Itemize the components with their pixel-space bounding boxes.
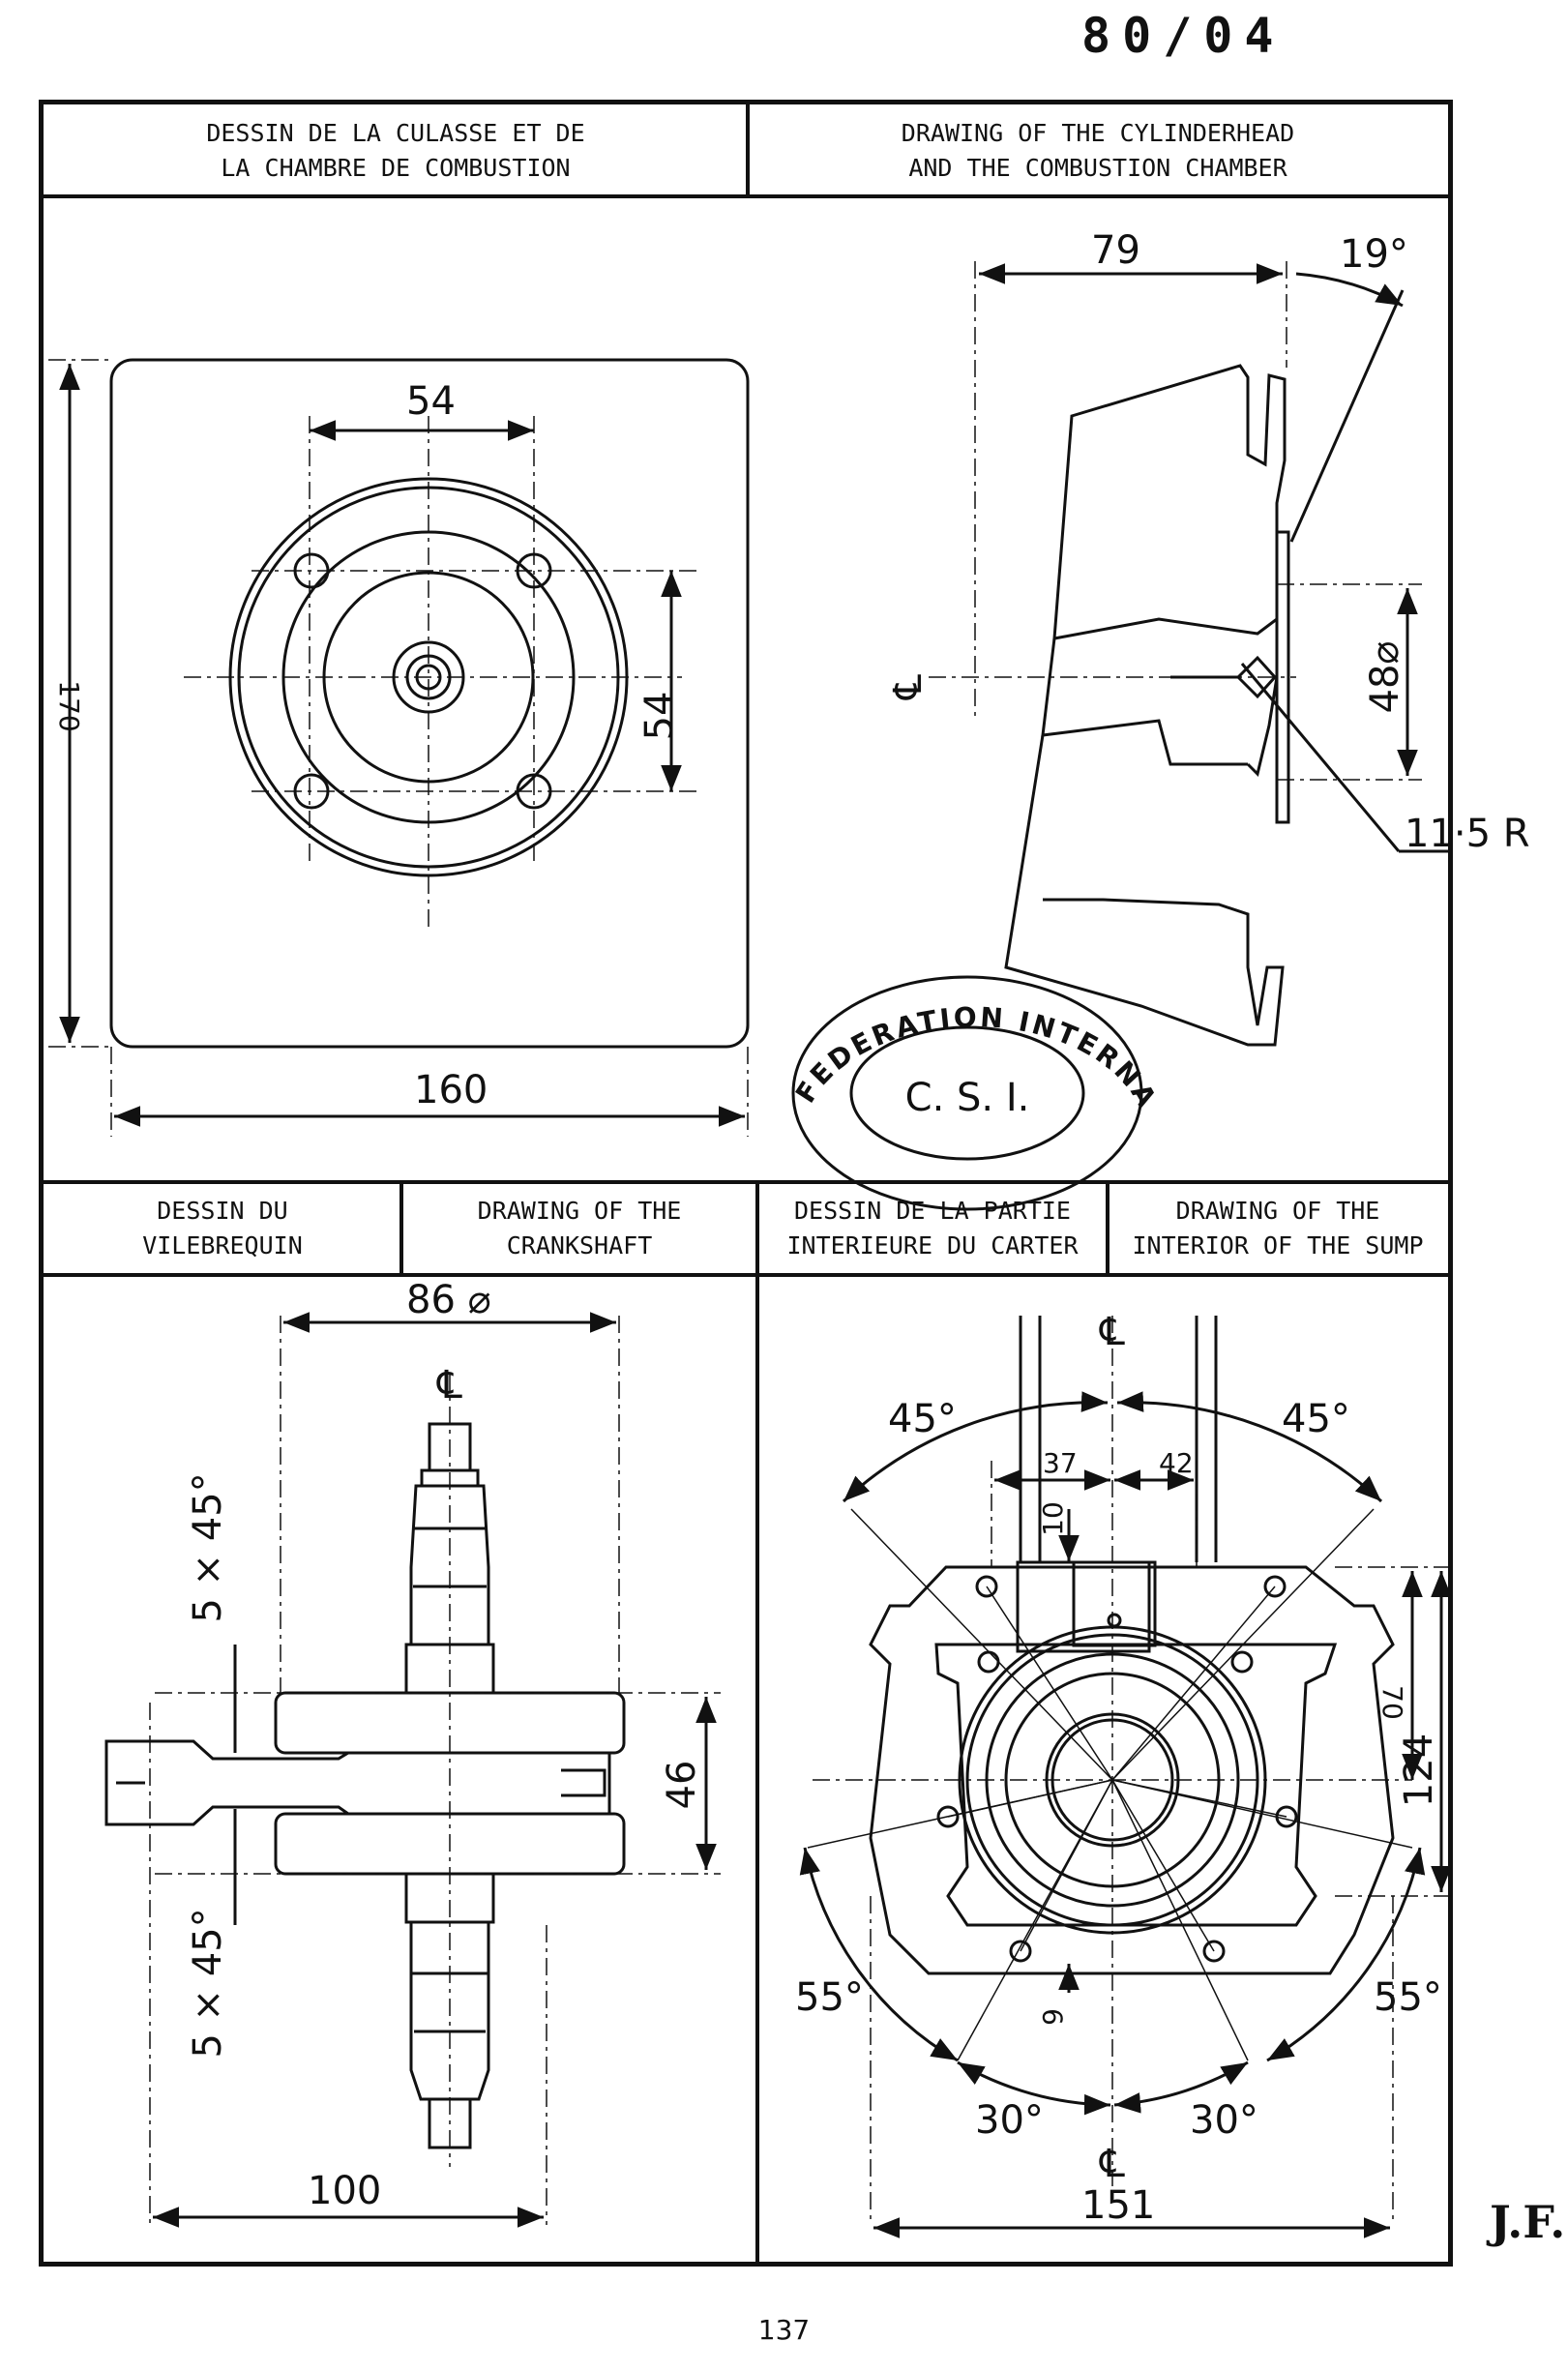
- dim-crank-chamfer-top: 5 × 45°: [186, 1472, 230, 1622]
- cylinderhead-plan-view: [48, 358, 750, 1137]
- dim-sump-angle-tl: 45°: [888, 1397, 957, 1441]
- stamp-ring-text: FEDERATION INTERNATIONALE DE L'AUTOMOBIL…: [0, 0, 1163, 1113]
- section-divider: [44, 1180, 1448, 1184]
- dim-sump-h2: 124: [1397, 1734, 1441, 1807]
- header-divider-top: [44, 194, 1448, 198]
- csi-stamp: [791, 975, 1143, 1211]
- sump-axis-mark-bottom: ℄: [1099, 2142, 1125, 2186]
- cylinderhead-section-view: [929, 261, 1449, 1047]
- header-divider-bottom: [44, 1273, 1448, 1277]
- header-sump-en: DRAWING OF THE INTERIOR OF THE SUMP: [1132, 1197, 1424, 1260]
- section-axis-mark: ℄: [886, 674, 931, 700]
- dim-sump-h1: 70: [1376, 1685, 1408, 1720]
- header-crankshaft-en: DRAWING OF THE CRANKSHAFT: [477, 1197, 682, 1260]
- header-cylinderhead-en: DRAWING OF THE CYLINDERHEAD AND THE COMB…: [901, 118, 1295, 182]
- drafter-initials: J.F.: [1490, 2196, 1566, 2248]
- panel-divider-bottom: [755, 1182, 759, 2264]
- dim-sump-angle-tr: 45°: [1282, 1397, 1350, 1441]
- dim-sump-angle-b2: 30°: [1190, 2098, 1258, 2143]
- dim-crank-length: 100: [308, 2169, 381, 2213]
- dim-sump-angle-bl: 55°: [795, 1975, 864, 2020]
- dim-section-angle: 19°: [1340, 232, 1408, 277]
- dim-sump-offset-right: 42: [1159, 1447, 1194, 1479]
- header-crankshaft-fr: DESSIN DU VILEBREQUIN: [142, 1197, 303, 1260]
- dim-sump-angle-b1: 30°: [975, 2098, 1044, 2143]
- dim-crank-diameter: 86 ⌀: [406, 1278, 491, 1322]
- sump-interior-view: [799, 1316, 1452, 2238]
- dim-head-bolt-h: 54: [406, 379, 456, 424]
- dim-head-height: 170: [53, 680, 85, 731]
- dim-sump-width: 151: [1081, 2183, 1155, 2228]
- header-column-divider-1: [399, 1182, 403, 1275]
- dim-sump-gap: 9: [1037, 2008, 1069, 2026]
- header-cylinderhead-fr: DESSIN DE LA CULASSE ET DE LA CHAMBRE DE…: [206, 118, 585, 182]
- page-reference: 80/04: [1081, 8, 1286, 64]
- dim-crank-web: 46: [660, 1761, 704, 1810]
- drawing-frame: [39, 100, 1453, 2267]
- dim-crank-chamfer-bottom: 5 × 45°: [186, 1908, 230, 2058]
- header-column-divider-3: [1106, 1182, 1109, 1275]
- dim-sump-angle-br: 55°: [1374, 1975, 1442, 2020]
- stamp-center-text: C. S. I.: [905, 1076, 1030, 1120]
- crankshaft-view: [104, 1312, 721, 2228]
- dim-head-bolt-v: 54: [637, 692, 682, 741]
- page-number: 137: [757, 2314, 811, 2346]
- dim-section-radius: 11·5 R: [1405, 812, 1530, 856]
- dim-section-bore: 48⌀: [1363, 641, 1407, 714]
- header-column-divider-top: [746, 104, 750, 196]
- sump-axis-mark-top: ℄: [1099, 1310, 1125, 1354]
- dim-head-width: 160: [414, 1068, 488, 1112]
- dim-sump-small: 10: [1037, 1501, 1069, 1536]
- dim-sump-offset-left: 37: [1043, 1447, 1078, 1479]
- dim-section-length: 79: [1091, 228, 1140, 273]
- header-sump-fr: DESSIN DE LA PARTIE INTERIEURE DU CARTER: [786, 1197, 1079, 1260]
- crank-axis-mark: ℄: [436, 1363, 462, 1408]
